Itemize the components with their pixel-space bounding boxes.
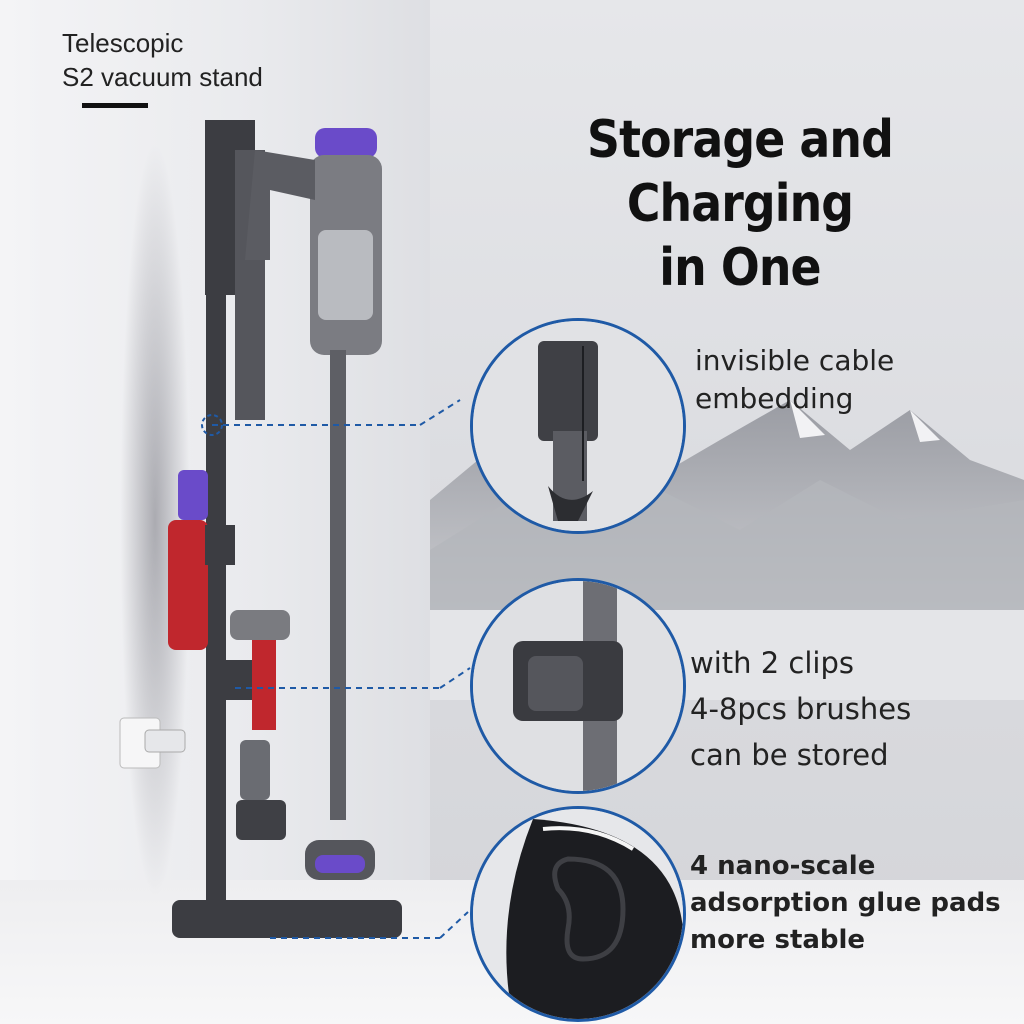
feature-cable-line-1: invisible cable	[695, 344, 895, 377]
product-caption: Telescopic S2 vacuum stand	[62, 26, 263, 94]
feature-clips-line-1: with 2 clips	[690, 646, 854, 680]
caption-line-1: Telescopic	[62, 28, 184, 58]
callout-glue-pad-detail	[470, 806, 686, 1022]
caption-underline	[82, 103, 148, 108]
feature-glue-pads: 4 nano-scale adsorption glue pads more s…	[690, 848, 1001, 959]
headline: Storage and Charging in One	[494, 108, 987, 300]
headline-line-1: Storage and Charging	[587, 110, 894, 234]
callout-cable-detail	[470, 318, 686, 534]
stand-pole	[206, 290, 226, 905]
feature-clips-line-3: can be stored	[690, 738, 889, 772]
callout-clip-detail	[470, 578, 686, 794]
feature-clips-line-2: 4-8pcs brushes	[690, 692, 912, 726]
headline-line-2: in One	[659, 238, 821, 298]
feature-cable-line-2: embedding	[695, 382, 854, 415]
stand-base	[172, 900, 402, 938]
feature-clips: with 2 clips 4-8pcs brushes can be store…	[690, 640, 911, 778]
feature-glue-pads-line-2: adsorption glue pads	[690, 888, 1001, 918]
feature-glue-pads-line-1: 4 nano-scale	[690, 851, 876, 881]
caption-line-2: S2 vacuum stand	[62, 62, 263, 92]
feature-cable: invisible cable embedding	[695, 342, 894, 418]
feature-glue-pads-line-3: more stable	[690, 925, 866, 955]
vacuum-wand	[330, 350, 346, 820]
vacuum-cyclone-top	[315, 128, 377, 158]
